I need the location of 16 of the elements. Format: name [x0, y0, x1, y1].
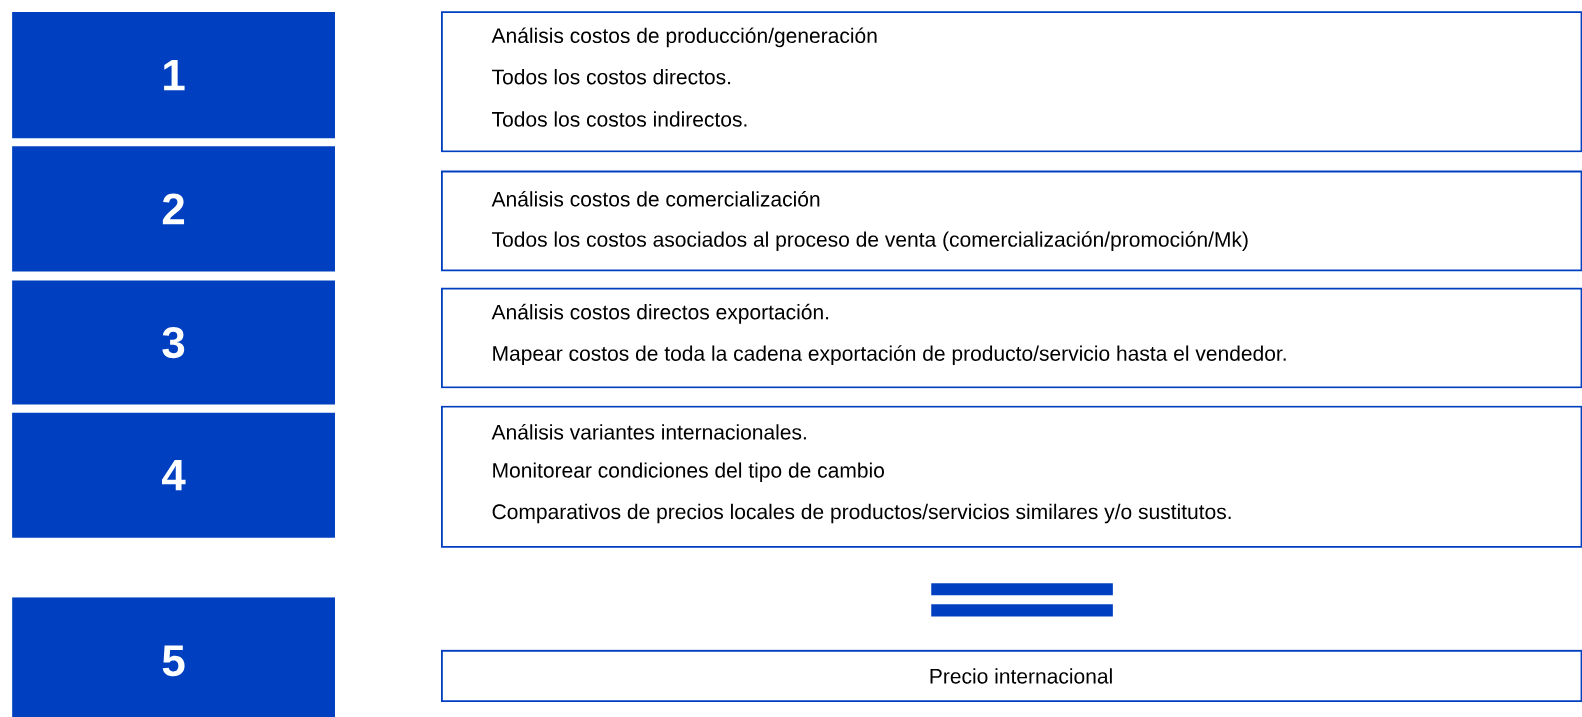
heading: Análisis costos de comercialización [491, 190, 820, 207]
text-line: Mapear costos de toda la cadena exportación de producto/servicio hasta el vendedor. [493, 345, 1286, 366]
text-line: Monitorear condiciones del tipo de cambio [493, 462, 884, 482]
text-line: Precio internacional [930, 668, 1112, 684]
number-box: 2 [12, 146, 335, 272]
number-box: 4 [12, 412, 335, 538]
heading: Análisis costos de producción/generación [491, 27, 877, 48]
number-box: 5 [12, 597, 335, 717]
text-line: Todos los costos indirectos. [492, 111, 747, 127]
heading: Análisis variantes internacionales. [491, 423, 806, 440]
number-box: 3 [12, 280, 335, 405]
heading: Análisis costos directos exportación. [491, 303, 829, 324]
text-line: Comparativos de precios locales de productos/servicios similares y/o sustitutos. [492, 503, 1231, 524]
text-line: Todos los costos asociados al proceso de venta (comercialización/promoción/Mk) [492, 231, 1248, 252]
text-line: Todos los costos directos. [492, 68, 731, 85]
number-box: 1 [12, 12, 335, 139]
